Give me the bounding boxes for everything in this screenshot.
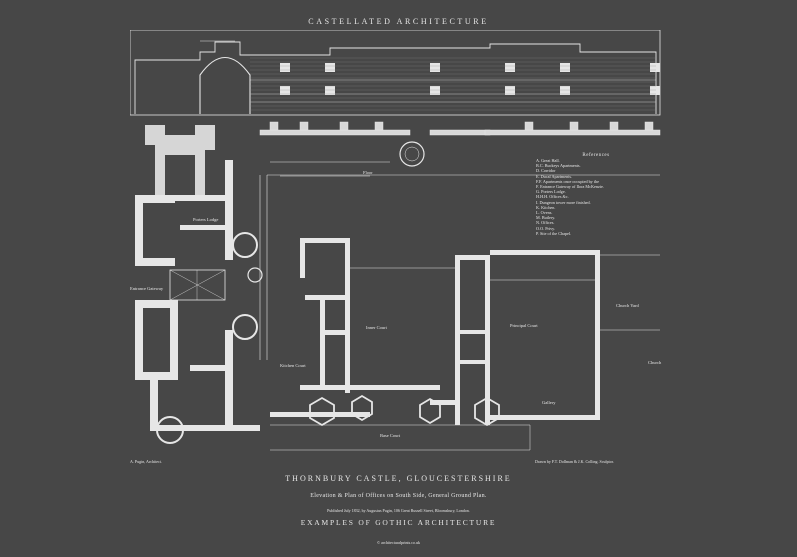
label-base-court: Base Court xyxy=(380,433,401,438)
label-church-yard: Church Yard xyxy=(616,303,639,308)
label-entrance-gateway: Entrance Gateway xyxy=(130,286,164,291)
elevation-window xyxy=(325,63,335,72)
inner-court-plan xyxy=(270,238,600,425)
elevation-window xyxy=(280,86,290,95)
label-porters-lodge: Porters Lodge xyxy=(193,217,219,222)
legend-item: K. Kitchen. xyxy=(536,204,556,210)
label-floor: Floor xyxy=(363,170,373,175)
elevation-window xyxy=(650,63,660,72)
elevation-window xyxy=(430,86,440,95)
plate-title: THORNBURY CASTLE, GLOUCESTERSHIRE xyxy=(285,474,512,483)
elevation-window xyxy=(505,63,515,72)
legend-item: M. Butlery. xyxy=(536,215,556,221)
legend-item: L. Ovens. xyxy=(536,210,553,216)
legend-item: I. Dungeon tower more finished. xyxy=(536,199,591,205)
legend-item: E. Ducal Apartments. xyxy=(536,173,573,179)
plate-subtitle: Elevation & Plan of Offices on South Sid… xyxy=(310,493,487,499)
legend-item: P. Site of the Chapel. xyxy=(536,230,572,236)
section-strip xyxy=(259,121,661,136)
label-principal-court: Principal Court xyxy=(510,323,538,328)
legend-title: References xyxy=(582,153,610,158)
entrance-gateway xyxy=(169,269,226,301)
legend-item: H.H.H. Offices &c. xyxy=(536,194,569,200)
towers xyxy=(309,394,500,427)
legend-item: O.O. Privy. xyxy=(536,225,556,231)
architect-credit: A. Pugin, Architect. xyxy=(130,459,162,464)
elevation-window xyxy=(280,63,290,72)
label-kitchen-court: Kitchen Court xyxy=(280,363,306,368)
elevation-wall xyxy=(134,41,657,114)
legend-list: A. Great Hall.B.C. Buckeys Apartments.D.… xyxy=(536,158,656,236)
legend: References A. Great Hall.B.C. Buckeys Ap… xyxy=(536,153,656,236)
label-gallery: Gallery xyxy=(542,400,556,405)
legend-item: F. Entrance Gateway of Ilora McKenzie. xyxy=(536,184,604,190)
architectural-plate xyxy=(130,30,661,451)
engraver-credit: Drawn by F.T. Dollman & J.K. Colling. Sc… xyxy=(535,459,614,464)
legend-item: G. Porters Lodge. xyxy=(536,189,566,195)
legend-item: B.C. Buckeys Apartments. xyxy=(536,163,581,169)
elevation-arch xyxy=(199,57,251,114)
elevation-window xyxy=(505,86,515,95)
legend-item: F.F. Apartments once occupied by the xyxy=(536,178,599,184)
elevation-window xyxy=(560,86,570,95)
gateway-plan xyxy=(135,125,260,431)
label-church: Church xyxy=(648,360,662,365)
legend-item: A. Great Hall. xyxy=(536,158,560,163)
series-title: EXAMPLES OF GOTHIC ARCHITECTURE xyxy=(300,518,497,527)
elevation-window xyxy=(325,86,335,95)
publisher-line: Published July 1832, by Augustus Pugin, … xyxy=(327,508,470,513)
website-link[interactable]: © architecturalprints.co.uk xyxy=(377,540,420,545)
legend-item: D. Corridor xyxy=(536,168,556,174)
elevation-window xyxy=(430,63,440,72)
elevation-frame xyxy=(130,30,661,116)
page-title: CASTELLATED ARCHITECTURE xyxy=(308,17,489,26)
label-inner-court: Inner Court xyxy=(366,325,387,330)
stair-tower-elevation xyxy=(399,141,425,167)
legend-item: N. Offices. xyxy=(536,220,555,226)
elevation-window xyxy=(650,86,660,95)
elevation-window xyxy=(560,63,570,72)
